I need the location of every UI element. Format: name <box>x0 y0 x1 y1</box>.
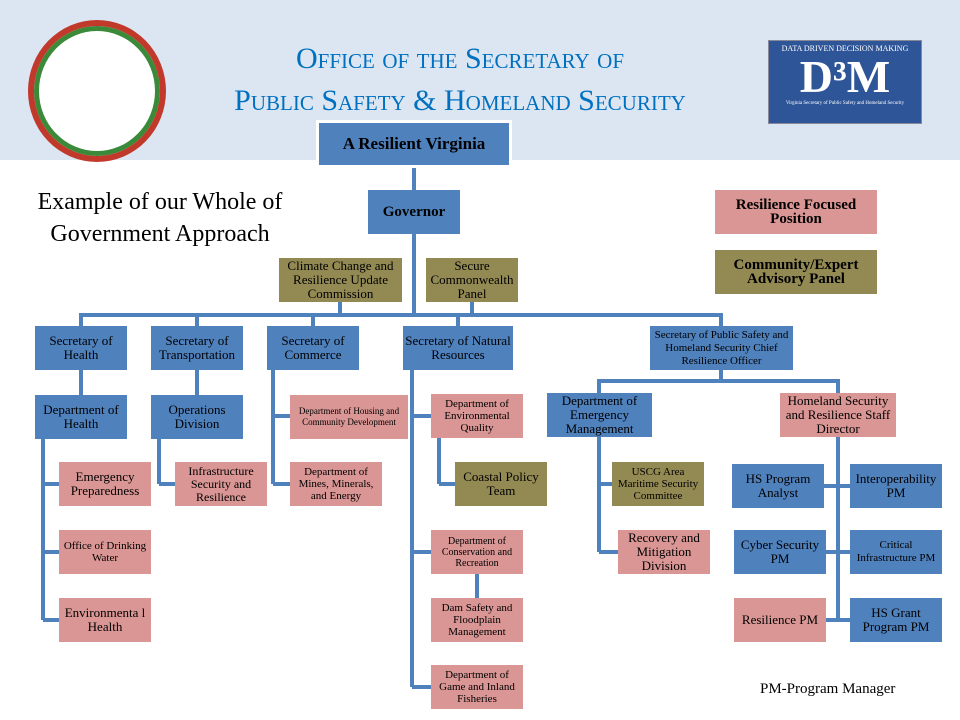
node-secretary-commerce: Secretary of Commerce <box>267 326 359 370</box>
node-secure-commonwealth: Secure Commonwealth Panel <box>426 258 518 302</box>
node-governor: Governor <box>368 190 460 234</box>
node-critical-infrastructure-pm: Critical Infrastructure PM <box>850 530 942 574</box>
legend-advisory-panel: Community/Expert Advisory Panel <box>715 250 877 294</box>
node-uscg-committee: USCG Area Maritime Security Committee <box>612 462 704 506</box>
node-hs-program-analyst: HS Program Analyst <box>732 464 824 508</box>
node-emergency-management: Department of Emergency Management <box>547 393 652 437</box>
node-dam-safety: Dam Safety and Floodplain Management <box>431 598 523 642</box>
node-secretary-transportation: Secretary of Transportation <box>151 326 243 370</box>
node-climate-commission: Climate Change and Resilience Update Com… <box>279 258 402 302</box>
node-game-inland-fisheries: Department of Game and Inland Fisheries <box>431 665 523 709</box>
title-line-2: Public Safety & Homeland Security <box>234 84 686 117</box>
legend-resilience-focused: Resilience Focused Position <box>715 190 877 234</box>
footnote-pm: PM-Program Manager <box>760 681 896 697</box>
node-environmental-health: Environmenta l Health <box>59 598 151 642</box>
d3m-logo: DATA DRIVEN DECISION MAKING D³M Virginia… <box>768 40 922 124</box>
virginia-seal-logo <box>28 20 166 162</box>
node-operations-division: Operations Division <box>151 395 243 439</box>
node-secretary-public-safety: Secretary of Public Safety and Homeland … <box>650 326 793 370</box>
title-line-1: Office of the Secretary of <box>295 42 625 75</box>
node-housing-community: Department of Housing and Community Deve… <box>290 395 408 439</box>
logo-top-text: DATA DRIVEN DECISION MAKING <box>781 44 909 53</box>
node-department-health: Department of Health <box>35 395 127 439</box>
node-conservation-recreation: Department of Conservation and Recreatio… <box>431 530 523 574</box>
node-infrastructure-security: Infrastructure Security and Resilience <box>175 462 267 506</box>
node-recovery-mitigation: Recovery and Mitigation Division <box>618 530 710 574</box>
node-coastal-policy-team: Coastal Policy Team <box>455 462 547 506</box>
example-caption: Example of our Whole of Government Appro… <box>37 189 283 247</box>
logo-mark: D³M <box>799 51 891 102</box>
node-resilience-pm: Resilience PM <box>734 598 826 642</box>
node-hs-staff-director: Homeland Security and Resilience Staff D… <box>780 393 896 437</box>
node-secretary-natural-resources: Secretary of Natural Resources <box>403 326 513 370</box>
page-title: Office of the Secretary of Public Safety… <box>160 38 760 122</box>
logo-bottom-text: Virginia Secretary of Public Safety and … <box>785 101 905 106</box>
node-hs-grant-pm: HS Grant Program PM <box>850 598 942 642</box>
node-secretary-health: Secretary of Health <box>35 326 127 370</box>
node-emergency-preparedness: Emergency Preparedness <box>59 462 151 506</box>
banner-a-resilient-virginia: A Resilient Virginia <box>316 120 512 168</box>
node-cyber-security-pm: Cyber Security PM <box>734 530 826 574</box>
node-interoperability-pm: Interoperability PM <box>850 464 942 508</box>
node-environmental-quality: Department of Environmental Quality <box>431 394 523 438</box>
node-mines-minerals-energy: Department of Mines, Minerals, and Energ… <box>290 462 382 506</box>
node-drinking-water: Office of Drinking Water <box>59 530 151 574</box>
